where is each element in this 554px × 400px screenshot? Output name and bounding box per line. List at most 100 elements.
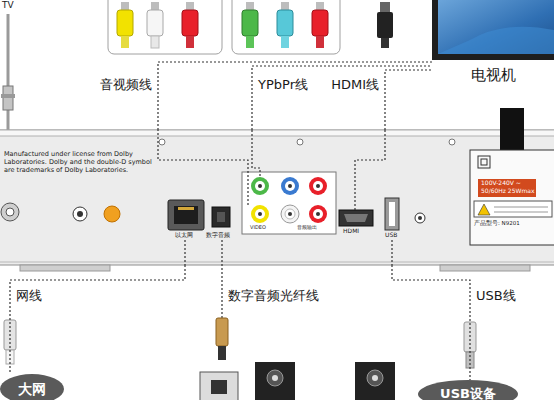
- speaker: [372, 375, 378, 381]
- cable-connector: [10, 265, 185, 374]
- cable-connector: [385, 70, 432, 130]
- set-top-box-panel: [313, 209, 323, 219]
- set-top-box-panel: [258, 212, 262, 216]
- av-plugs: [121, 2, 129, 10]
- av-plugs: [151, 2, 159, 10]
- ypbpr-plugs: [316, 2, 324, 10]
- set-top-box-panel: [385, 198, 399, 230]
- set-top-box-panel: [288, 212, 292, 216]
- set-top-box-panel: [297, 139, 303, 145]
- cable-plug: [4, 318, 476, 368]
- set-top-box-panel: [389, 202, 395, 226]
- av-plugs: [147, 10, 163, 36]
- tv-input-label: TV: [2, 0, 14, 10]
- set-top-box-panel: [77, 211, 83, 217]
- model-label: 产品型号: N9201: [474, 220, 520, 226]
- set-top-box-panel: [251, 205, 269, 223]
- set-top-box-panel: [281, 205, 299, 223]
- port-label: VIDEO: [250, 225, 266, 231]
- ypbpr-plugs: [246, 2, 254, 10]
- node-title: USB设备: [440, 387, 496, 400]
- node-title: 大网: [18, 381, 46, 397]
- set-top-box-panel: [288, 184, 292, 188]
- hdmi-plug: [381, 38, 389, 48]
- speaker: [355, 362, 395, 400]
- set-top-box-panel: Manufactured under license from Dolby La…: [0, 130, 554, 265]
- set-top-box-panel: [20, 265, 110, 271]
- set-top-box-panel: [500, 108, 524, 150]
- set-top-box-panel: [339, 210, 373, 226]
- av-plugs: [108, 0, 222, 54]
- set-top-box-panel: [494, 212, 548, 213]
- cable-plug: [216, 318, 228, 346]
- set-top-box-panel: [255, 181, 265, 191]
- set-top-box-panel: [178, 207, 194, 210]
- set-top-box-panel: [0, 262, 554, 263]
- set-top-box-panel: [316, 184, 320, 188]
- set-top-box-panel: [316, 212, 320, 216]
- set-top-box-panel: [0, 130, 554, 136]
- ypbpr-plugs: [281, 2, 289, 10]
- port-leader: [158, 130, 392, 318]
- speaker: [267, 370, 283, 386]
- port-label: 以太网: [175, 232, 193, 239]
- ypbpr-plugs: [277, 10, 293, 36]
- tv-set: [438, 27, 554, 54]
- set-top-box-panel: [478, 204, 490, 215]
- set-top-box-panel: [255, 209, 265, 219]
- rating-label: 100V-240V ~: [481, 180, 521, 187]
- set-top-box-panel: [418, 216, 422, 220]
- set-top-box-panel: [212, 207, 230, 227]
- set-top-box-panel: [415, 213, 425, 223]
- av-plugs: [108, 0, 222, 54]
- rating-label: 50/60Hz 25Wmax: [481, 188, 535, 195]
- set-top-box-panel: [449, 139, 455, 145]
- cable-label: 数字音频光纤线: [228, 289, 319, 304]
- av-plugs: [182, 10, 198, 36]
- port-leader: [158, 130, 248, 205]
- set-top-box-panel: [168, 200, 204, 230]
- set-top-box-panel: [174, 206, 198, 224]
- ypbpr-plugs: [232, 0, 340, 54]
- ypbpr-plugs: [312, 10, 328, 36]
- tv-set: [438, 0, 554, 54]
- set-top-box-panel: [159, 139, 165, 145]
- cable-label: YPbPr线: [258, 78, 308, 93]
- speaker: [200, 362, 395, 400]
- cable-connector: [392, 265, 470, 380]
- set-top-box-panel: [440, 265, 530, 271]
- set-top-box-panel: [494, 207, 548, 208]
- set-top-box-panel: [313, 181, 323, 191]
- speaker: [200, 372, 238, 400]
- set-top-box-panel: [474, 201, 552, 217]
- av-plugs: [151, 36, 159, 48]
- node-title: 电视机: [471, 67, 516, 84]
- set-top-box-panel: [73, 207, 87, 221]
- port-leader: [355, 130, 385, 210]
- set-top-box-panel: [309, 205, 327, 223]
- tv-set: [432, 0, 554, 60]
- set-top-box-panel: [285, 209, 295, 219]
- set-top-box-panel: [478, 156, 490, 168]
- set-top-box-panel: [217, 212, 225, 222]
- port-label: USB: [385, 232, 397, 239]
- set-top-box-panel: [470, 150, 554, 245]
- license-notice: Manufactured under license from Dolby La…: [4, 150, 154, 174]
- speaker: [272, 375, 278, 381]
- set-top-box-panel: [344, 214, 368, 222]
- cable-connector: [158, 62, 432, 130]
- speaker: [255, 362, 295, 400]
- cable-label: USB线: [476, 289, 516, 304]
- tv-set: [432, 0, 554, 60]
- network-oval: 大网: [0, 374, 64, 400]
- set-top-box-panel: [285, 181, 295, 191]
- port-leader: [184, 240, 185, 265]
- ypbpr-plugs: [316, 36, 324, 48]
- set-top-box-panel: [281, 177, 299, 195]
- av-plugs: [121, 36, 129, 48]
- set-top-box-panel: [481, 159, 487, 165]
- port-label: HDMI: [343, 228, 359, 235]
